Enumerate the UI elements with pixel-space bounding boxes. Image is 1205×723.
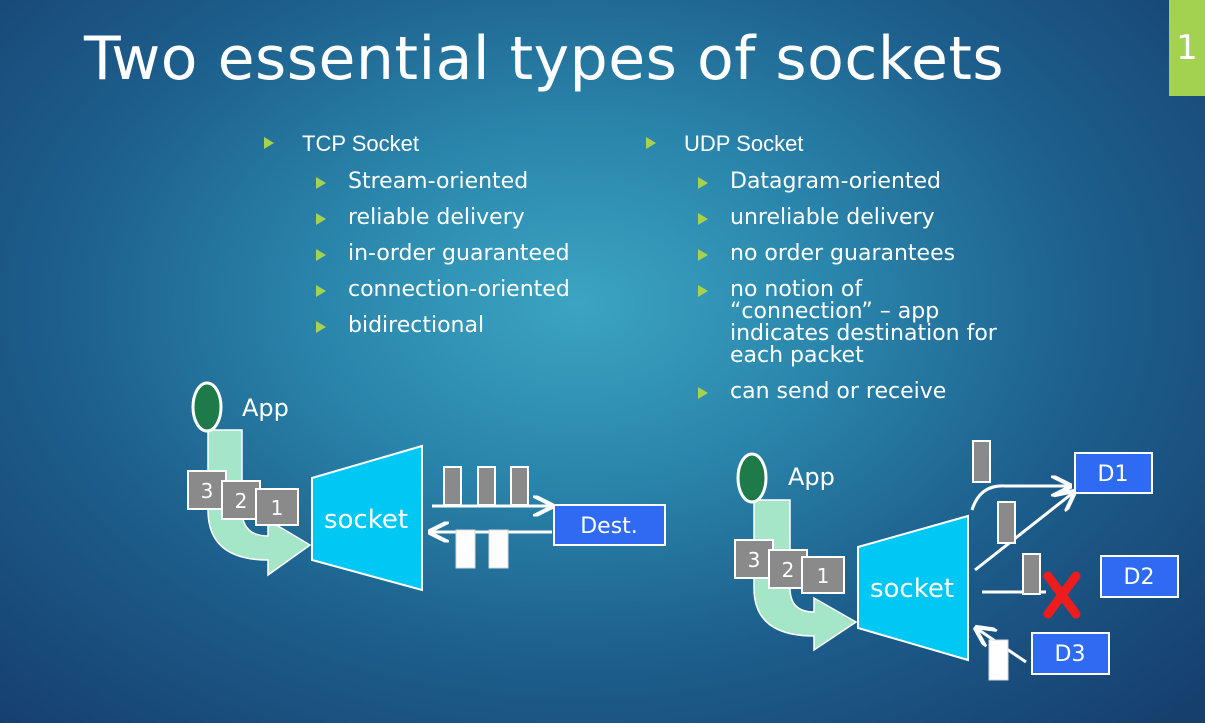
outgoing-packet	[972, 440, 991, 483]
tcp-heading: TCP Socket	[302, 131, 419, 156]
svg-text:1: 1	[271, 496, 284, 520]
app-data-arrow	[753, 499, 858, 652]
triangle-bullet-icon	[264, 137, 274, 149]
slide-title: Two essential types of sockets	[84, 24, 1005, 94]
list-item: can send or receive	[698, 381, 1016, 403]
dest-label: Dest.	[580, 514, 638, 539]
tcp-socket	[311, 444, 423, 592]
udp-items: Datagram-oriented unreliable delivery no…	[646, 171, 1016, 403]
svg-text:D3: D3	[1055, 642, 1086, 667]
list-item: in-order guaranteed	[316, 243, 570, 265]
list-item: Stream-oriented	[316, 171, 570, 193]
triangle-bullet-icon	[698, 249, 708, 261]
packet-1	[255, 488, 299, 526]
list-item: no notion of “connection” – app indicate…	[698, 279, 1016, 367]
packet-2	[221, 480, 261, 520]
app-icon	[736, 452, 768, 504]
svg-text:3: 3	[201, 479, 214, 503]
outgoing-packet	[1022, 553, 1041, 595]
svg-text:2: 2	[235, 489, 248, 513]
list-item: bidirectional	[316, 315, 570, 337]
svg-text:3: 3	[748, 548, 761, 572]
dest-d2-box	[1100, 555, 1179, 598]
tcp-heading-row: TCP Socket	[264, 131, 570, 157]
triangle-bullet-icon	[698, 285, 708, 297]
triangle-bullet-icon	[316, 285, 326, 297]
tcp-diagram: App 3 2 1 socket Dest.	[187, 381, 666, 592]
socket-label: socket	[324, 505, 408, 535]
svg-text:D1: D1	[1098, 462, 1129, 487]
list-item: Datagram-oriented	[698, 171, 1016, 193]
udp-heading: UDP Socket	[684, 131, 804, 156]
udp-socket	[857, 514, 969, 662]
app-icon	[191, 381, 223, 433]
outgoing-packet	[443, 466, 462, 506]
packet-1	[801, 556, 845, 594]
dest-box	[553, 504, 666, 546]
svg-text:D2: D2	[1124, 565, 1155, 590]
socket-label: socket	[870, 574, 954, 604]
svg-text:2: 2	[782, 558, 795, 582]
udp-bullets: UDP Socket Datagram-oriented unreliable …	[646, 131, 1016, 403]
incoming-packet	[488, 529, 509, 569]
dest-d1-box	[1074, 452, 1153, 494]
incoming-packet	[988, 639, 1009, 681]
list-item: reliable delivery	[316, 207, 570, 229]
list-item: no order guarantees	[698, 243, 1016, 265]
svg-text:1: 1	[817, 564, 830, 588]
triangle-bullet-icon	[698, 213, 708, 225]
triangle-bullet-icon	[316, 321, 326, 333]
tcp-bullets: TCP Socket Stream-oriented reliable deli…	[264, 131, 570, 337]
dropped-cross-icon	[1043, 571, 1081, 619]
app-data-arrow	[207, 429, 312, 577]
outgoing-packet	[477, 466, 496, 506]
outgoing-packet	[997, 501, 1016, 544]
udp-diagram: App 3 2 1 socket D1 D2 D3	[734, 440, 1179, 681]
outgoing-packet	[510, 466, 529, 506]
dest-d3-box	[1031, 632, 1110, 675]
send-arrow-d1	[970, 486, 1070, 511]
triangle-bullet-icon	[698, 387, 708, 399]
udp-heading-row: UDP Socket	[646, 131, 1016, 157]
list-item: connection-oriented	[316, 279, 570, 301]
send-arrow-d1-diag	[974, 492, 1074, 572]
triangle-bullet-icon	[316, 213, 326, 225]
slide-number: 1	[1169, 0, 1205, 96]
triangle-bullet-icon	[316, 249, 326, 261]
list-item: unreliable delivery	[698, 207, 1016, 229]
incoming-packet	[455, 529, 476, 569]
triangle-bullet-icon	[646, 137, 656, 149]
app-label: App	[242, 394, 289, 422]
triangle-bullet-icon	[316, 177, 326, 189]
tcp-items: Stream-oriented reliable delivery in-ord…	[264, 171, 570, 337]
app-label: App	[788, 463, 835, 491]
triangle-bullet-icon	[698, 177, 708, 189]
